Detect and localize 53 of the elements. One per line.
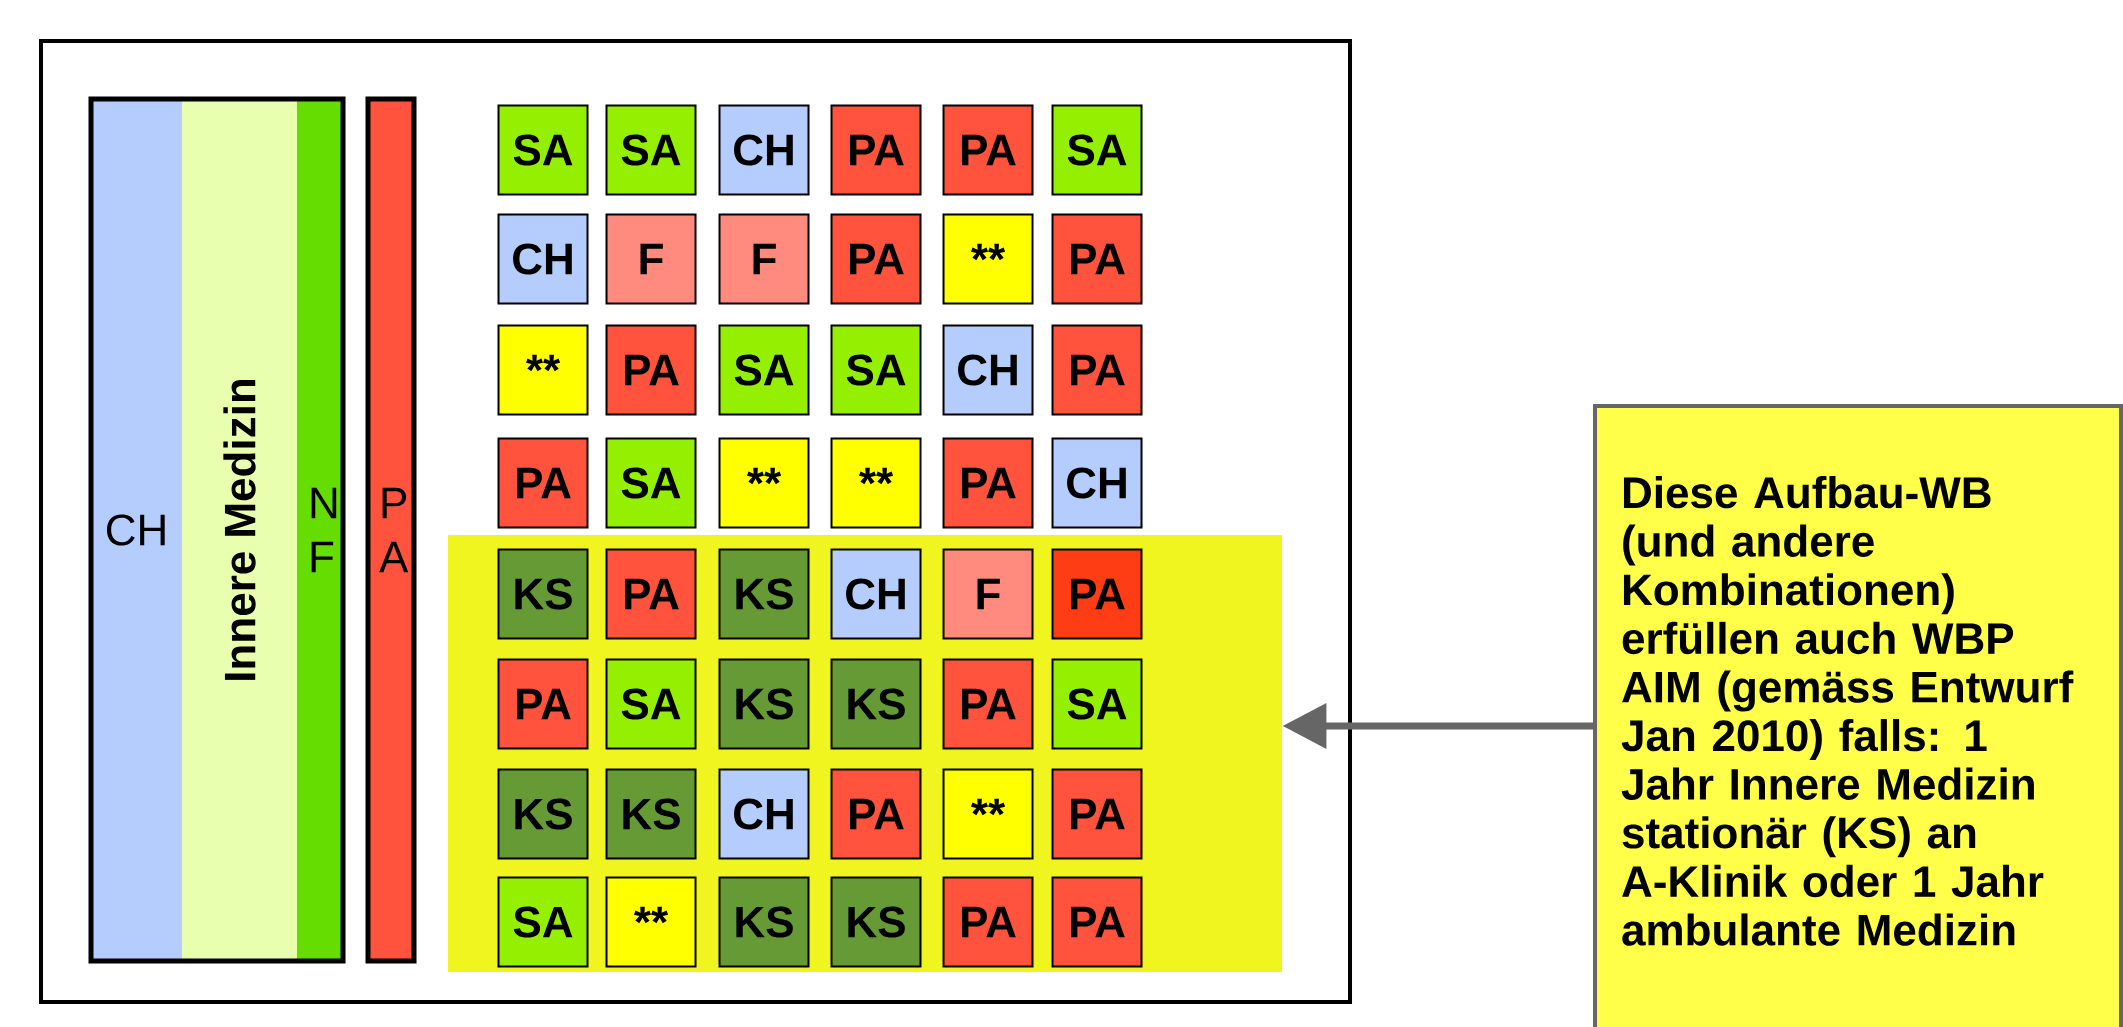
rotation-tile: PA (497, 658, 589, 750)
rotation-tile: CH (718, 104, 810, 196)
rotation-tile: ** (942, 213, 1034, 305)
rotation-tile: SA (830, 324, 922, 416)
rotation-tile: PA (605, 324, 697, 416)
rotation-tile: KS (830, 876, 922, 968)
rotation-tile: KS (718, 548, 810, 640)
rotation-tile: SA (605, 658, 697, 750)
rotation-tile: KS (718, 876, 810, 968)
rotation-tile: SA (497, 104, 589, 196)
rotation-tile: PA (1051, 548, 1143, 640)
rotation-tile: SA (497, 876, 589, 968)
rotation-tile: SA (605, 437, 697, 529)
rotation-tile: KS (718, 658, 810, 750)
rotation-tile: KS (497, 548, 589, 640)
rotation-tile: PA (1051, 324, 1143, 416)
rotation-tile: PA (942, 104, 1034, 196)
rotation-tile: ** (497, 324, 589, 416)
band: Innere Medizin (182, 101, 297, 959)
rotation-tile: ** (942, 768, 1034, 860)
rotation-tile: KS (605, 768, 697, 860)
rotation-tile: KS (830, 658, 922, 750)
band: CH (91, 101, 182, 959)
rotation-tile: PA (1051, 876, 1143, 968)
rotation-tile: CH (830, 548, 922, 640)
rotation-tile: ** (605, 876, 697, 968)
rotation-tile: CH (1051, 437, 1143, 529)
rotation-tile: SA (1051, 658, 1143, 750)
rotation-tile: PA (830, 104, 922, 196)
rotation-tile: SA (1051, 104, 1143, 196)
rotation-tile: CH (718, 768, 810, 860)
rotation-tile: CH (942, 324, 1034, 416)
band: N F (297, 101, 343, 959)
rotation-tile: ** (718, 437, 810, 529)
bar: P A (365, 96, 417, 964)
rotation-tile: PA (830, 768, 922, 860)
rotation-tile: F (605, 213, 697, 305)
rotation-tile: ** (830, 437, 922, 529)
rotation-tile: PA (1051, 768, 1143, 860)
rotation-tile: PA (1051, 213, 1143, 305)
rotation-tile: F (942, 548, 1034, 640)
rotation-tile: SA (605, 104, 697, 196)
rotation-tile: CH (497, 213, 589, 305)
rotation-tile: PA (942, 437, 1034, 529)
rotation-tile: PA (605, 548, 697, 640)
rotation-tile: KS (497, 768, 589, 860)
rotation-tile: PA (942, 876, 1034, 968)
rotation-tile: PA (942, 658, 1034, 750)
rotation-tile: PA (830, 213, 922, 305)
rotation-tile: PA (497, 437, 589, 529)
note-box: Diese Aufbau-WB (und andere Kombinationen) erfüllen auch WBP AIM (gemäss Entwurf Jan 2010) falls: 1 Jahr Innere Medizin stationär (KS) an A-Klinik oder 1 Jahr ambulante Medizin (1593, 404, 2123, 1027)
rotation-tile: SA (718, 324, 810, 416)
rotation-tile: F (718, 213, 810, 305)
